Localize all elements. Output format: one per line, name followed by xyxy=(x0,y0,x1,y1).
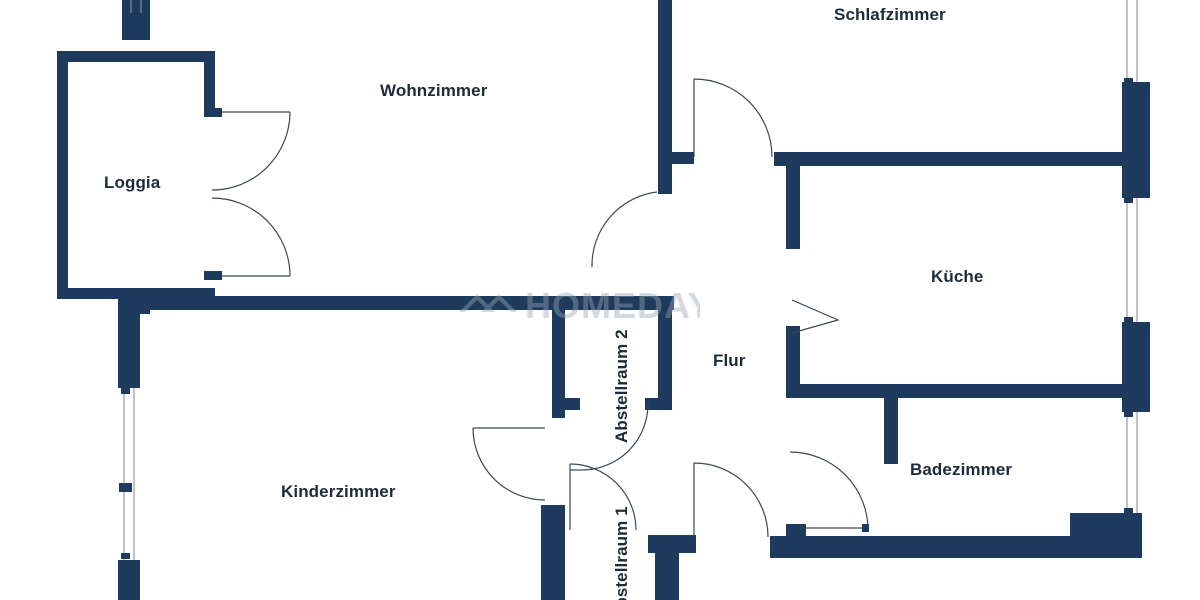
door-loggia-bottom-swing xyxy=(211,197,291,277)
wall-loggia-top xyxy=(57,51,215,62)
door-group xyxy=(211,78,869,538)
wall-flur-left-upper xyxy=(658,0,672,24)
window-right-mid-tick-top xyxy=(1124,198,1133,203)
wall-abstellraum1-left-block xyxy=(541,505,565,600)
door-abstellraum1-swing xyxy=(569,463,637,531)
wall-kinderzimmer-left-upper xyxy=(118,296,140,388)
door-abstellraum2-swing xyxy=(581,403,649,471)
window-right-bottom-tick-bottom xyxy=(1124,508,1133,513)
window-right-bottom-tick-top xyxy=(1124,412,1133,417)
wall-schlafzimmer-door-jamb xyxy=(672,152,694,164)
wall-group-left xyxy=(118,296,674,600)
wall-schlafzimmer-bottom xyxy=(774,152,1142,166)
door-kinderzimmer-swing xyxy=(472,427,546,501)
wall-group-right xyxy=(774,152,1142,464)
wall-group-bottom xyxy=(770,513,1142,558)
wall-bottom-main xyxy=(770,536,1070,558)
wall-abstellraum-ledge-right xyxy=(645,398,672,410)
wall-group-center xyxy=(541,0,696,600)
wall-loggia-top-stub xyxy=(122,0,150,40)
wall-wohnzimmer-bottom xyxy=(118,296,674,310)
wall-loggia-jamb-bottom xyxy=(204,271,222,280)
wall-kueche-left-upper xyxy=(786,152,800,249)
wall-bottom-door-jamb xyxy=(786,524,806,538)
wall-wohnzimmer-right xyxy=(658,0,672,194)
wall-group-right-exterior xyxy=(1122,82,1150,412)
door-schlafzimmer-swing xyxy=(693,78,773,158)
door-kueche-opening xyxy=(791,299,840,334)
wall-abstellraum-right-upper xyxy=(658,310,672,402)
window-left-tick-mid xyxy=(119,483,132,492)
door-loggia-top-swing xyxy=(211,111,291,191)
wall-abstellraum1-right-block xyxy=(655,535,679,600)
wall-abstellraum-left xyxy=(552,310,565,402)
door-badezimmer-jamb-tick xyxy=(862,524,869,532)
window-right-top-tick xyxy=(1124,78,1133,83)
wall-right-exterior-2 xyxy=(1122,322,1150,412)
door-flur-abstellraum1-swing xyxy=(693,462,769,538)
window-group xyxy=(119,0,1138,560)
wall-badezimmer-divider xyxy=(884,398,898,464)
window-left-tick-top xyxy=(121,388,130,394)
wall-kinderzimmer-left-lower xyxy=(118,560,140,600)
window-right-mid-tick-bottom xyxy=(1124,317,1133,322)
wall-loggia-left xyxy=(57,51,68,299)
wall-loggia-jamb-top xyxy=(204,108,222,117)
wall-kueche-bottom xyxy=(786,384,1142,398)
door-badezimmer-swing xyxy=(789,451,869,531)
wall-bottom-right-block xyxy=(1070,513,1142,558)
wall-loggia-right-upper xyxy=(204,51,215,113)
wall-abstellraum-ledge-left xyxy=(552,398,580,410)
door-wohnzimmer-flur-swing xyxy=(591,191,658,268)
wall-right-exterior-1 xyxy=(1122,82,1150,198)
window-left-tick-bottom xyxy=(121,553,130,559)
wall-flur-right xyxy=(786,326,800,394)
wall-group-outer xyxy=(57,0,222,314)
